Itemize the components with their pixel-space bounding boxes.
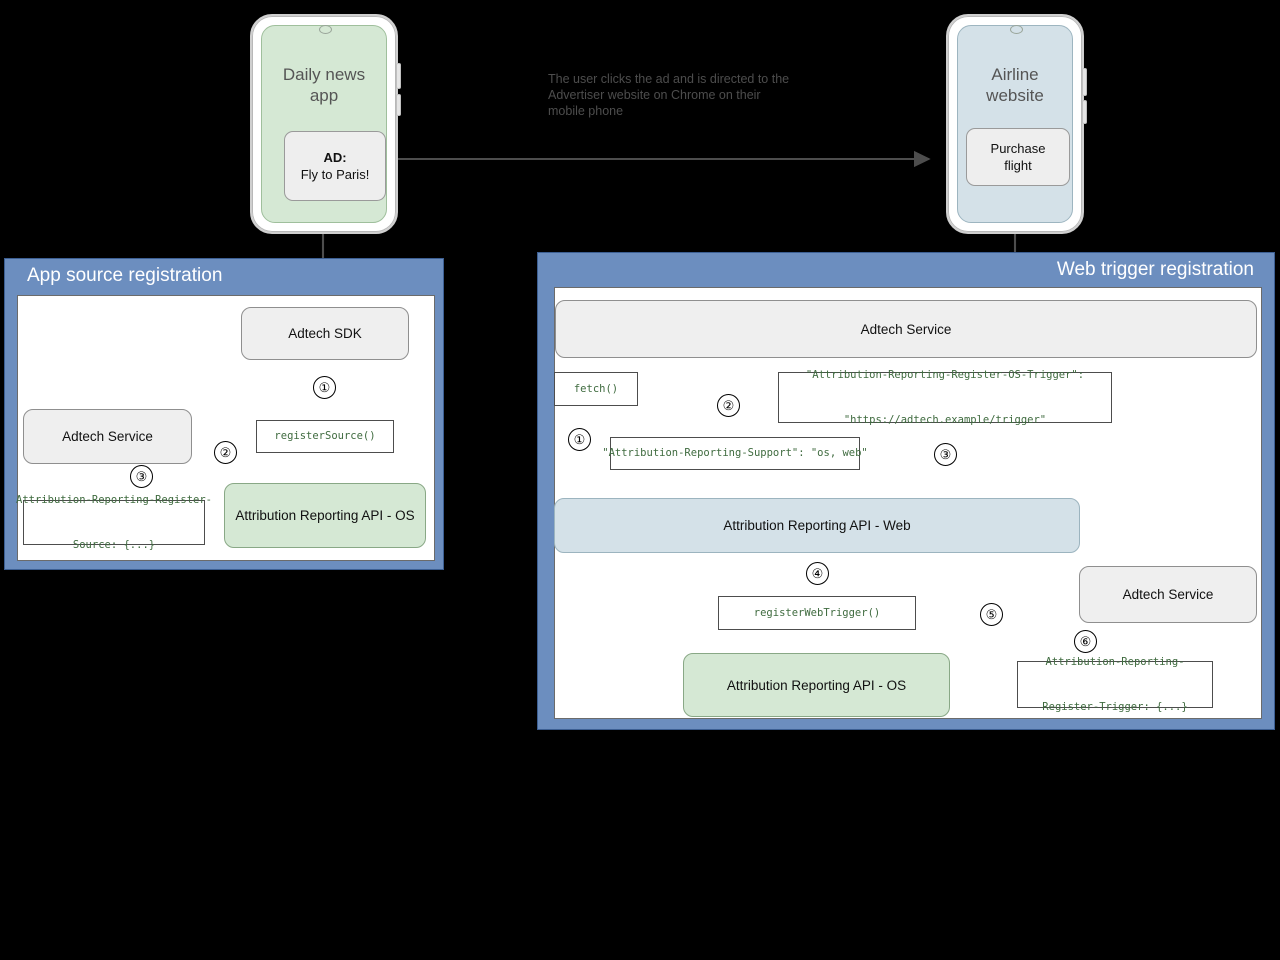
code-register-source-line1: Attribution-Reporting-Register- <box>16 493 212 506</box>
node-adtech-service-top-right[interactable]: Adtech Service <box>555 300 1257 358</box>
source-phone-power-button[interactable] <box>396 94 401 116</box>
node-adtech-sdk[interactable]: Adtech SDK <box>241 307 409 360</box>
code-register-trigger-line2: Register-Trigger: {...} <box>1042 700 1188 713</box>
node-adtech-service-left[interactable]: Adtech Service <box>23 409 192 464</box>
ad-card-line2: Fly to Paris! <box>300 167 370 182</box>
trigger-phone-screen <box>957 25 1073 223</box>
code-fetch: fetch() <box>554 372 638 406</box>
step-marker-3-right: ③ <box>934 443 957 466</box>
code-register-trigger-line1: Attribution-Reporting- <box>1045 655 1185 668</box>
code-attribution-reporting-support: "Attribution-Reporting-Support": "os, we… <box>602 437 868 470</box>
ad-card[interactable]: AD: Fly to Paris! <box>284 131 386 201</box>
code-attribution-reporting-register-trigger: Attribution-Reporting- Register-Trigger:… <box>1017 656 1213 713</box>
code-attribution-reporting-register-source: Attribution-Reporting-Register- Source: … <box>16 494 212 551</box>
trigger-phone-title: Airline website <box>948 64 1082 106</box>
step-marker-3-left: ③ <box>130 465 153 488</box>
purchase-card-line1: Purchase <box>990 141 1046 156</box>
step-marker-4-right: ④ <box>806 562 829 585</box>
panel-app-source-registration-title: App source registration <box>27 265 223 286</box>
code-os-trigger-line2: "https://adtech.example/trigger" <box>843 413 1047 426</box>
purchase-flight-card[interactable]: Purchase flight <box>966 128 1070 186</box>
step-marker-2-left: ② <box>214 441 237 464</box>
code-register-web-trigger: registerWebTrigger() <box>718 596 916 630</box>
purchase-card-line2: flight <box>1004 158 1032 173</box>
panel-web-trigger-registration-title: Web trigger registration <box>1056 259 1254 280</box>
source-phone-title: Daily news app <box>252 64 396 106</box>
source-phone-volume-button[interactable] <box>396 63 401 89</box>
source-phone: Daily news app AD: Fly to Paris! <box>250 14 398 234</box>
flow-caption: The user clicks the ad and is directed t… <box>548 72 790 118</box>
node-adtech-service-bottom-right[interactable]: Adtech Service <box>1079 566 1257 623</box>
step-marker-1-left: ① <box>313 376 336 399</box>
node-ar-api-web[interactable]: Attribution Reporting API - Web <box>554 498 1080 553</box>
trigger-phone-title-line2: website <box>986 86 1044 105</box>
trigger-phone: Airline website Purchase flight <box>946 14 1084 234</box>
step-marker-2-right: ② <box>717 394 740 417</box>
code-attribution-reporting-register-os-trigger: "Attribution-Reporting-Register-OS-Trigg… <box>778 369 1112 426</box>
source-phone-title-line2: app <box>309 86 339 105</box>
node-ar-api-os-left[interactable]: Attribution Reporting API - OS <box>224 483 426 548</box>
trigger-phone-title-line1: Airline <box>991 65 1039 84</box>
camera-icon <box>1010 25 1023 34</box>
step-marker-1-right: ① <box>568 428 591 451</box>
source-phone-title-line1: Daily news <box>282 65 366 84</box>
code-register-source-line2: Source: {...} <box>72 538 156 551</box>
step-marker-6-right: ⑥ <box>1074 630 1097 653</box>
camera-icon <box>319 25 332 34</box>
trigger-phone-power-button[interactable] <box>1082 100 1087 124</box>
trigger-phone-volume-button[interactable] <box>1082 68 1087 96</box>
code-register-source: registerSource() <box>256 420 394 453</box>
step-marker-5-right: ⑤ <box>980 603 1003 626</box>
node-ar-api-os-right[interactable]: Attribution Reporting API - OS <box>683 653 950 717</box>
ad-card-line1: AD: <box>323 150 347 165</box>
code-os-trigger-line1: "Attribution-Reporting-Register-OS-Trigg… <box>805 368 1085 381</box>
